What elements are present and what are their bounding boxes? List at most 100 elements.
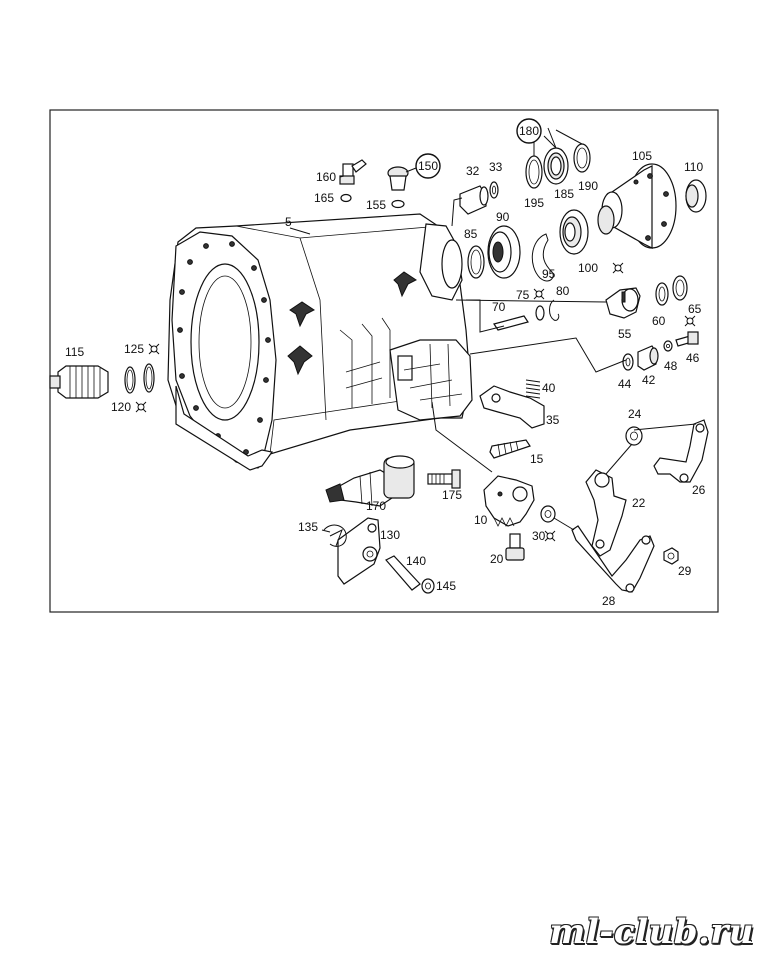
star-icon-125 (148, 343, 160, 355)
label-145: 145 (436, 579, 456, 593)
label-130: 130 (380, 528, 400, 542)
part-140-pin (385, 555, 421, 591)
part-15-rod (489, 439, 531, 459)
label-140: 140 (406, 554, 426, 568)
label-100: 100 (578, 261, 598, 275)
label-170: 170 (366, 499, 386, 513)
label-110: 110 (684, 160, 703, 174)
part-40-spring (525, 379, 541, 399)
label-135: 135 (298, 520, 318, 534)
part-165-oring (340, 193, 352, 203)
part-10-detent-plate (483, 475, 535, 527)
label-10: 10 (474, 513, 488, 527)
part-95-snap-ring (531, 233, 554, 282)
label-55: 55 (618, 327, 632, 341)
star-icon-120 (135, 401, 147, 413)
label-48: 48 (664, 359, 678, 373)
part-28-lever (571, 525, 655, 593)
part-105-flange (597, 163, 677, 249)
label-28: 28 (602, 594, 616, 608)
label-30: 30 (532, 529, 546, 543)
part-115-shaft (49, 365, 109, 399)
label-160: 160 (316, 170, 336, 184)
label-105: 105 (632, 149, 652, 163)
label-20: 20 (490, 552, 504, 566)
part-85-ring (467, 245, 485, 279)
label-165: 165 (314, 191, 334, 205)
label-150: 150 (418, 159, 438, 173)
leader-lines (289, 127, 697, 533)
star-icon-75 (533, 288, 545, 300)
label-185: 185 (554, 187, 574, 201)
part-22-selector-lever (585, 469, 627, 557)
part-29-nut (663, 547, 679, 565)
label-190: 190 (578, 179, 598, 193)
part-155-oring (391, 199, 405, 209)
part-110-nut (685, 179, 707, 213)
part-24-grommet (625, 426, 643, 446)
label-5: 5 (285, 215, 292, 229)
part-135-clip (323, 524, 347, 547)
part-185-sleeve (543, 147, 569, 185)
part-44-ring (622, 353, 634, 371)
part-60-ring (655, 282, 669, 306)
label-70: 70 (492, 300, 506, 314)
star-icon-30 (544, 530, 556, 542)
label-80: 80 (556, 284, 570, 298)
part-195-ring (525, 155, 543, 189)
part-20-screw (505, 533, 525, 561)
part-125-ring (143, 363, 155, 393)
label-90: 90 (496, 210, 510, 224)
label-40: 40 (542, 381, 556, 395)
label-65: 65 (688, 302, 702, 316)
part-46-bolt (675, 331, 699, 347)
transmission-housing (167, 213, 473, 471)
label-195: 195 (524, 196, 544, 210)
part-75-ring (535, 305, 545, 321)
part-190-ring (573, 143, 591, 173)
part-65-ring (672, 275, 688, 301)
part-170-cylinder (325, 455, 415, 507)
part-120-ring (124, 366, 136, 394)
part-26-lever (653, 419, 709, 483)
label-22: 22 (632, 496, 646, 510)
part-150-plug (387, 166, 409, 191)
part-32-connector (459, 185, 489, 215)
label-155: 155 (366, 198, 386, 212)
part-145-washer (421, 578, 435, 594)
part-90-bearing (487, 225, 521, 279)
part-35-lever (479, 385, 545, 429)
label-15: 15 (530, 452, 544, 466)
label-125: 125 (124, 342, 144, 356)
part-42-plug (637, 345, 659, 371)
part-130-bracket (337, 517, 381, 585)
label-29: 29 (678, 564, 692, 578)
part-33-ring (489, 181, 499, 199)
label-60: 60 (652, 314, 666, 328)
star-icon-100 (612, 262, 624, 274)
part-55-valve (605, 287, 641, 319)
part-175-bolt (427, 469, 461, 489)
label-95: 95 (542, 267, 556, 281)
label-35: 35 (546, 413, 560, 427)
part-80-snap-ring (549, 299, 560, 321)
label-33: 33 (489, 160, 503, 174)
label-46: 46 (686, 351, 700, 365)
part-160-fitting (339, 159, 367, 185)
label-32: 32 (466, 164, 480, 178)
label-24: 24 (628, 407, 642, 421)
label-115: 115 (65, 345, 84, 359)
label-26: 26 (692, 483, 706, 497)
callout-circle-180 (516, 118, 542, 144)
watermark-logo: ml-club.ru (549, 912, 754, 952)
star-icon-60 (684, 315, 696, 327)
label-85: 85 (464, 227, 478, 241)
label-175: 175 (442, 488, 462, 502)
part-48-washer (663, 340, 673, 352)
callout-circle-150 (415, 153, 441, 179)
label-120: 120 (111, 400, 131, 414)
label-180: 180 (519, 124, 539, 138)
label-44: 44 (618, 377, 632, 391)
label-42: 42 (642, 373, 656, 387)
